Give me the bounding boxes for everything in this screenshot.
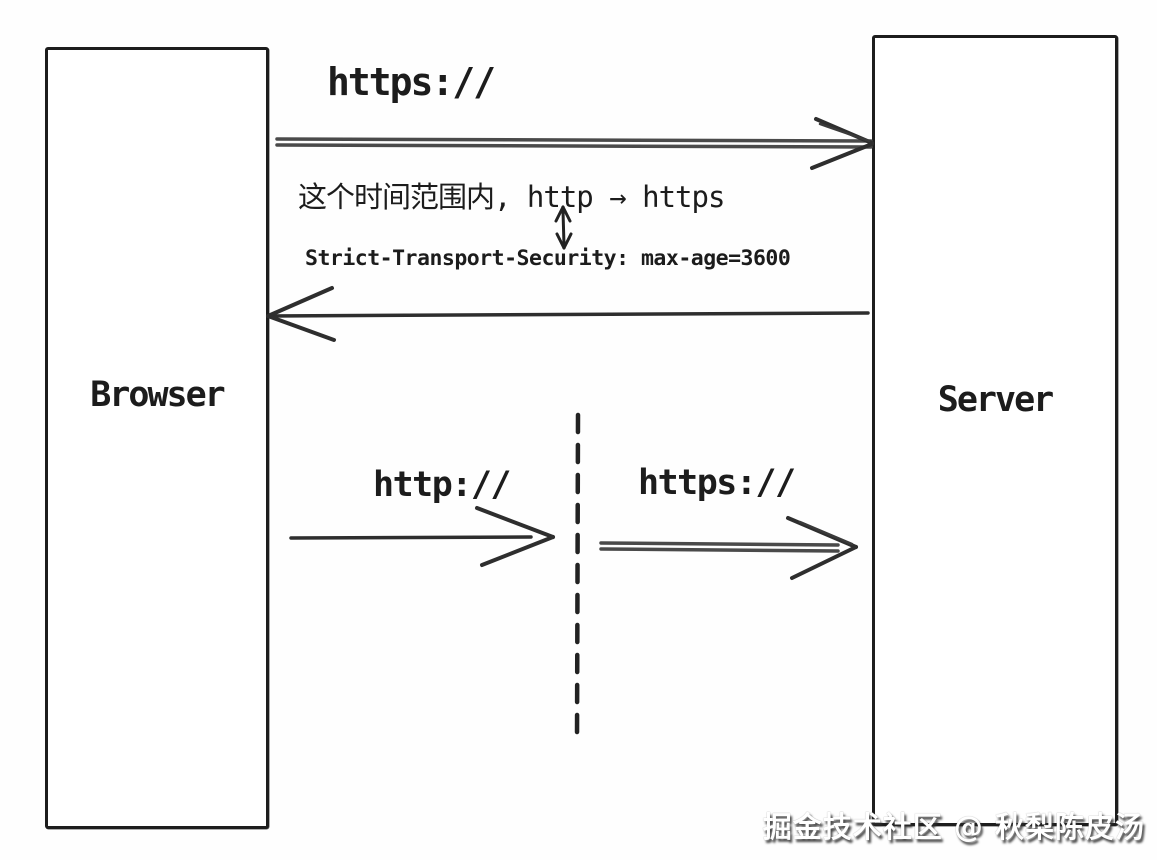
watermark: 掘金技术社区 @ 秋梨陈皮汤 [762, 810, 1145, 844]
server-node: Server [872, 35, 1118, 826]
lower-https-label: https:// [638, 463, 796, 503]
https-redirect-arrow [599, 516, 858, 580]
top-request-label: https:// [327, 60, 496, 104]
server-label: Server [937, 380, 1054, 420]
browser-node: Browser [45, 47, 269, 829]
lower-http-label: http:// [373, 465, 512, 505]
hsts-header-label: Strict-Transport-Security: max-age=3600 [305, 246, 791, 271]
hsts-response-arrow [266, 286, 870, 342]
internal-redirect-dashed-line [574, 412, 581, 745]
hsts-note-label: 这个时间范围内, http → https [298, 180, 725, 214]
https-request-arrow [275, 117, 874, 170]
http-request-arrow [289, 506, 555, 567]
browser-label: Browser [90, 375, 226, 415]
